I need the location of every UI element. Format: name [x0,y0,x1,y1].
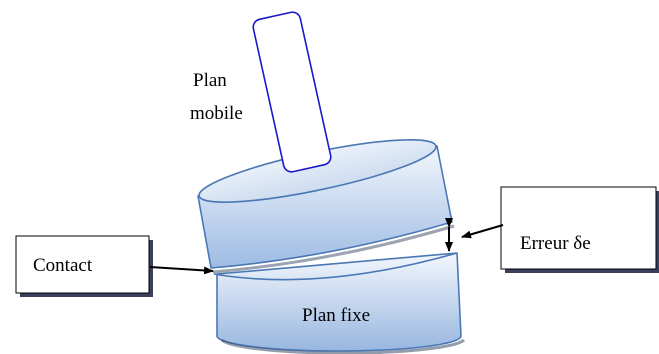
fixed-plane-shadow [220,338,466,354]
mobile-plane-bar [252,11,332,173]
erreur-arrow [461,224,504,239]
contact-box-frame [15,235,150,294]
erreur-label: Erreur δe [520,233,591,254]
erreur-box-frame [500,186,657,270]
contact-label: Contact [33,255,93,276]
mobile-disk [197,139,455,274]
mobile-disk-side [197,145,453,269]
plan-fixe-label: Plan fixe [302,305,370,326]
erreur-box: Erreur δe [500,186,659,273]
contact-arrow [149,266,214,275]
fixed-plane-top-edge [213,252,458,281]
plan-mobile-label-line2: mobile [190,103,243,124]
contact-box: Contact [15,235,153,297]
fixed-plane-disk [213,252,466,354]
mobile-disk-shadow [212,224,455,274]
plan-mobile-label-line1: Plan [193,70,227,91]
